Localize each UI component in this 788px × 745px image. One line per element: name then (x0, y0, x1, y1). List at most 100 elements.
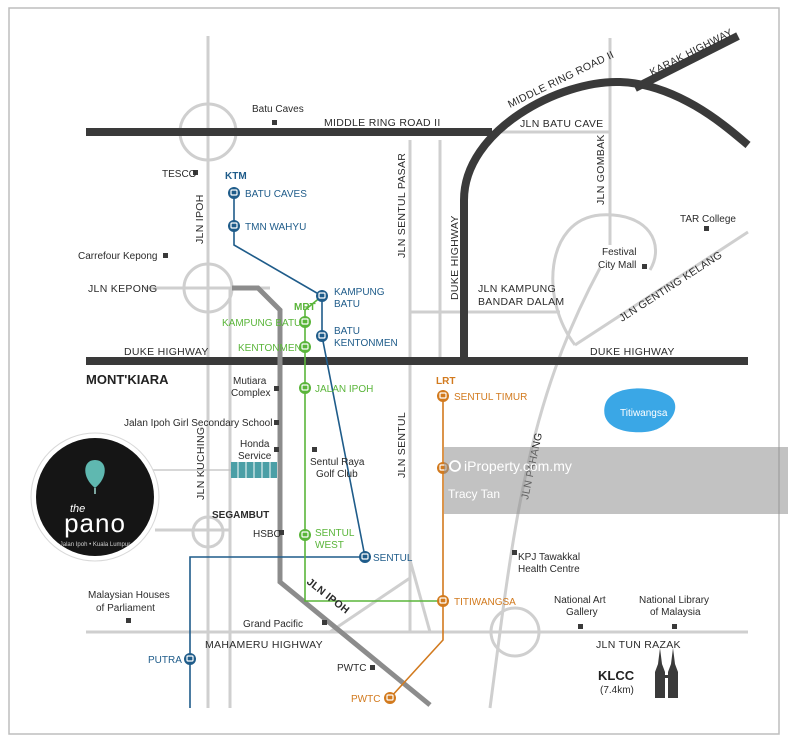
label-mahameru-highway: MAHAMERU HIGHWAY (205, 639, 323, 651)
road-duke-highway-curve (460, 77, 751, 361)
marker-honda (274, 447, 279, 452)
label-jln-sentul: JLN SENTUL (396, 412, 408, 478)
label-duke-highway-right: DUKE HIGHWAY (590, 346, 675, 358)
label-jln-sentul-pasar: JLN SENTUL PASAR (396, 153, 408, 258)
titiwangsa-lake (604, 388, 676, 433)
mrt-line (304, 295, 443, 602)
marker-festival (642, 264, 647, 269)
roundabout-segambut (191, 515, 225, 549)
watermark-pin-icon (449, 460, 461, 472)
klcc-towers-icon (655, 648, 678, 698)
logo-the: the (70, 503, 85, 515)
label-duke-highway-vertical: DUKE HIGHWAY (449, 215, 461, 300)
label-hsbc: HSBC (253, 529, 281, 540)
road-jln-genting-kelang (574, 230, 749, 347)
station-batu-kentonmen (316, 330, 328, 342)
road-festival-loop (551, 213, 657, 346)
label-ktm-batu-caves: BATU CAVES (245, 189, 307, 200)
marker-parliament (126, 618, 131, 623)
label-mrt-jalan-ipoh: JALAN IPOH (315, 384, 373, 395)
road-jln-ipoh-diagonal (232, 285, 432, 707)
logo-name: pano (64, 508, 126, 538)
label-mrt-sentul: SENTUL (315, 528, 355, 539)
label-batu-caves: Batu Caves (252, 104, 304, 115)
label-mutiara: Mutiara (233, 376, 267, 387)
label-mrt-west: WEST (315, 540, 344, 551)
label-jln-tun-razak: JLN TUN RAZAK (596, 639, 681, 651)
logo-subtitle: Jalan Ipoh • Kuala Lumpur (60, 542, 130, 548)
label-carrefour: Carrefour Kepong (78, 251, 158, 262)
label-lrt-pwtc: PWTC (351, 694, 380, 705)
label-health-centre: Health Centre (518, 564, 580, 575)
label-lrt-sentul-timur: SENTUL TIMUR (454, 392, 527, 403)
label-duke-highway-left: DUKE HIGHWAY (124, 346, 209, 358)
label-parliament: Malaysian Houses (88, 590, 170, 601)
roundabout-pahang (489, 606, 541, 658)
label-national-art: National Art (554, 595, 606, 606)
label-ktm-sentul: SENTUL (373, 553, 413, 564)
label-klcc-distance: (7.4km) (600, 685, 634, 696)
marker-hsbc (279, 530, 284, 535)
label-mrt-kampung-batu: KAMPUNG BATU (222, 318, 301, 329)
label-ktm-kentonmen: KENTONMEN (334, 338, 398, 349)
roundabouts (178, 102, 541, 658)
label-ktm-tmn-wahyu: TMN WAHYU (245, 222, 306, 233)
label-jln-batu-cave: JLN BATU CAVE (520, 118, 603, 130)
road-karak-highway (633, 32, 740, 92)
label-sentul-raya: Sentul Raya (310, 457, 365, 468)
label-tesco: TESCO (162, 169, 197, 180)
label-mont-kiara: MONT'KIARA (86, 372, 169, 387)
marker-grand-pacific (322, 620, 327, 625)
label-gallery: Gallery (566, 607, 598, 618)
station-lrt-titiwangsa (437, 595, 449, 607)
label-ktm-kampung: KAMPUNG (334, 287, 385, 298)
label-complex: Complex (231, 388, 270, 399)
balloon-icon (85, 460, 105, 488)
label-jln-kuching: JLN KUCHING (195, 427, 207, 500)
station-sentul (359, 551, 371, 563)
marker-sentul-raya (312, 447, 317, 452)
label-ktm-batu: BATU (334, 299, 360, 310)
station-mrt-jalan-ipoh (299, 382, 311, 394)
major-roads (86, 32, 751, 365)
station-lrt-sentul-timur (437, 390, 449, 402)
station-kampung-batu (316, 290, 328, 302)
label-jln-kampung: JLN KAMPUNG (478, 283, 556, 295)
label-ktm-putra: PUTRA (148, 655, 182, 666)
station-glyphs (186, 189, 447, 701)
station-lrt-pwtc (384, 692, 396, 704)
label-national-library: National Library (639, 595, 709, 606)
label-honda: Honda (240, 439, 270, 450)
label-golf-club: Golf Club (316, 469, 358, 480)
watermark-site: iProperty.com.my (464, 458, 572, 474)
label-ktm-batu-2: BATU (334, 326, 360, 337)
label-jln-ipoh: JLN IPOH (194, 194, 206, 244)
label-tar-college: TAR College (680, 214, 736, 225)
station-tmn-wahyu (228, 220, 240, 232)
label-bandar-dalam: BANDAR DALAM (478, 296, 564, 308)
label-kpj: KPJ Tawakkal (518, 552, 580, 563)
marker-tar-college (704, 226, 709, 231)
label-jln-kepong: JLN KEPONG (88, 283, 158, 295)
label-mrt: MRT (294, 302, 316, 313)
the-pano-logo: the pano Jalan Ipoh • Kuala Lumpur (30, 432, 160, 562)
station-putra (184, 653, 196, 665)
marker-pwtc (370, 665, 375, 670)
marker-mutiara (274, 386, 279, 391)
place-markers (126, 120, 709, 670)
road-sentul-link (329, 576, 411, 634)
label-klcc: KLCC (598, 668, 635, 683)
road-jln-pahang (488, 267, 602, 709)
station-batu-caves (228, 187, 240, 199)
label-city-mall: City Mall (598, 260, 636, 271)
label-grand-pacific: Grand Pacific (243, 619, 303, 630)
label-of-parliament: of Parliament (96, 603, 155, 614)
road-jln-sentul (408, 559, 432, 633)
label-of-malaysia: of Malaysia (650, 607, 701, 618)
label-mrt-kentonmen: KENTONMEN (238, 343, 302, 354)
marker-tesco (193, 170, 198, 175)
label-service: Service (238, 451, 272, 462)
label-lrt: LRT (436, 376, 455, 387)
label-segambut: SEGAMBUT (212, 510, 269, 521)
